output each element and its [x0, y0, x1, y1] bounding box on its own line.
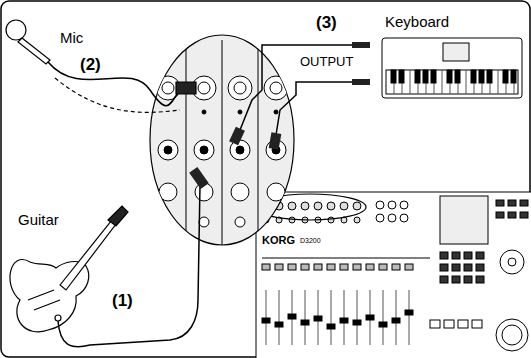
- callout-number: (1): [112, 292, 133, 311]
- part-label: Guitar: [18, 212, 59, 229]
- callout-number: (3): [316, 14, 337, 33]
- model-name: D3200: [300, 237, 321, 245]
- part-label: Keyboard: [385, 14, 449, 31]
- part-label: Mic: [60, 30, 83, 47]
- callout-number: (2): [80, 56, 101, 75]
- brand-name: KORG: [262, 234, 295, 246]
- signal-name: OUTPUT: [298, 55, 355, 69]
